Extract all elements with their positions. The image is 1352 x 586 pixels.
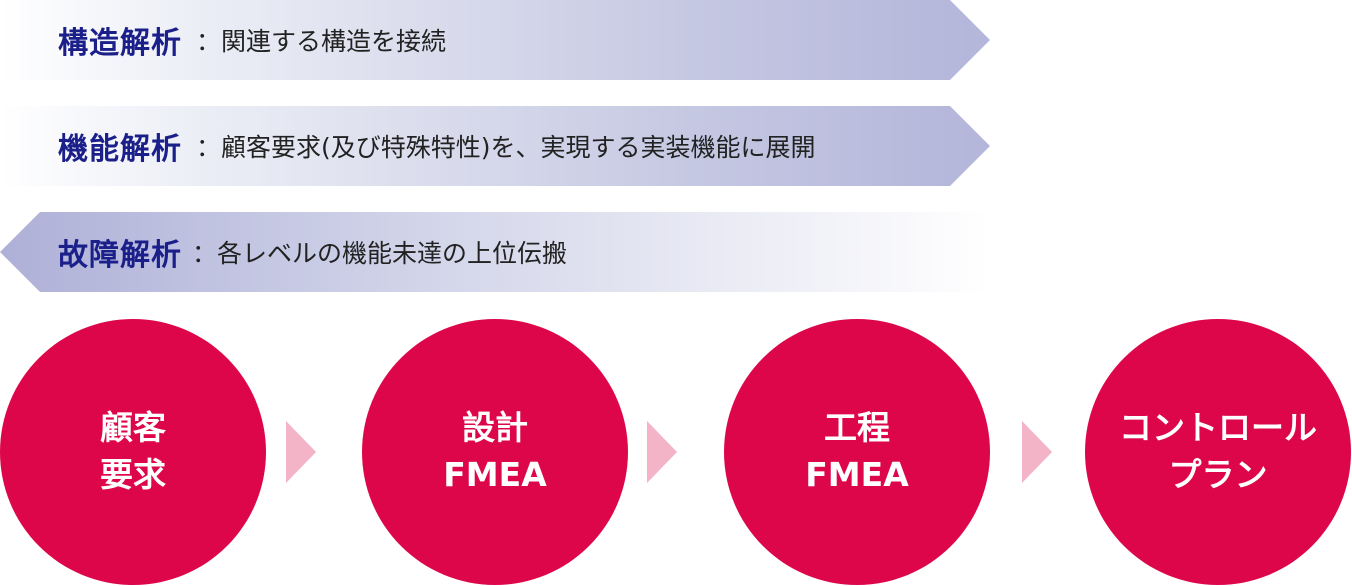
step-arrow-icon (1022, 421, 1052, 483)
step-design-fmea: 設計 FMEA (362, 319, 628, 585)
step-label-line2: FMEA (443, 455, 547, 494)
step-arrow-icon (286, 421, 316, 483)
band-description: ：顧客要求(及び特殊特性)を、実現する実装機能に展開 (196, 133, 816, 162)
step-label-line1: 顧客 (100, 408, 166, 448)
band-description: ：関連する構造を接続 (196, 27, 447, 56)
band-title: 機能解析 (58, 132, 182, 167)
function-analysis-band: 機能解析 ：顧客要求(及び特殊特性)を、実現する実装機能に展開 (0, 106, 990, 186)
step-process-fmea: 工程 FMEA (724, 319, 990, 585)
step-arrow-icon (647, 421, 677, 483)
step-label-line2: プラン (1168, 455, 1268, 494)
step-customer-requirements: 顧客 要求 (0, 319, 266, 585)
step-label-line1: 設計 (462, 408, 528, 448)
band-title: 構造解析 (58, 26, 182, 61)
step-control-plan: コントロール プラン (1085, 319, 1351, 585)
step-label-line1: コントロール (1119, 408, 1317, 448)
band-title: 故障解析 (58, 238, 182, 273)
step-label-line1: 工程 (824, 408, 890, 448)
band-description: ：各レベルの機能未達の上位伝搬 (192, 239, 568, 268)
step-label-line2: FMEA (805, 455, 909, 494)
failure-analysis-band: 故障解析 ：各レベルの機能未達の上位伝搬 (0, 212, 990, 292)
step-label-line2: 要求 (100, 455, 166, 494)
structure-analysis-band: 構造解析 ：関連する構造を接続 (0, 0, 990, 80)
